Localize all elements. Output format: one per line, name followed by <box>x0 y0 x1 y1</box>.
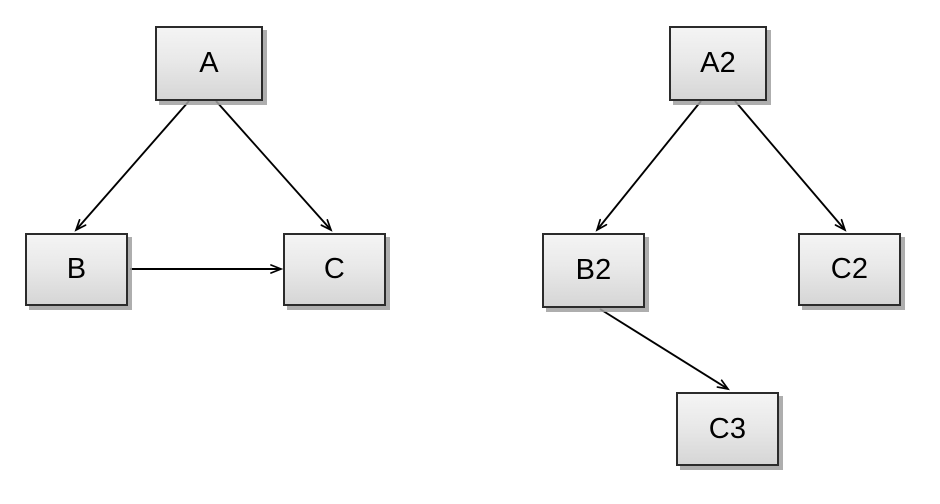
node-a[interactable]: A <box>155 26 263 101</box>
node-c[interactable]: C <box>283 233 386 306</box>
node-label-c2: C2 <box>830 253 869 285</box>
edge-a-to-b <box>74 100 190 232</box>
edge-a2-to-b2 <box>595 100 702 232</box>
node-label-b: B <box>66 253 87 285</box>
node-label-b2: B2 <box>575 254 612 286</box>
node-label-c: C <box>323 253 346 285</box>
edge-b2-to-c3 <box>599 308 730 391</box>
node-b2[interactable]: B2 <box>542 233 645 308</box>
node-c3[interactable]: C3 <box>676 392 779 466</box>
edge-a-to-c <box>215 100 333 232</box>
node-label-c3: C3 <box>708 412 747 445</box>
node-label-a2: A2 <box>700 47 736 79</box>
node-b[interactable]: B <box>25 233 128 306</box>
node-a2[interactable]: A2 <box>669 26 767 101</box>
node-c2[interactable]: C2 <box>798 233 901 306</box>
node-label-a: A <box>199 47 219 79</box>
edge-a2-to-c2 <box>734 100 847 232</box>
